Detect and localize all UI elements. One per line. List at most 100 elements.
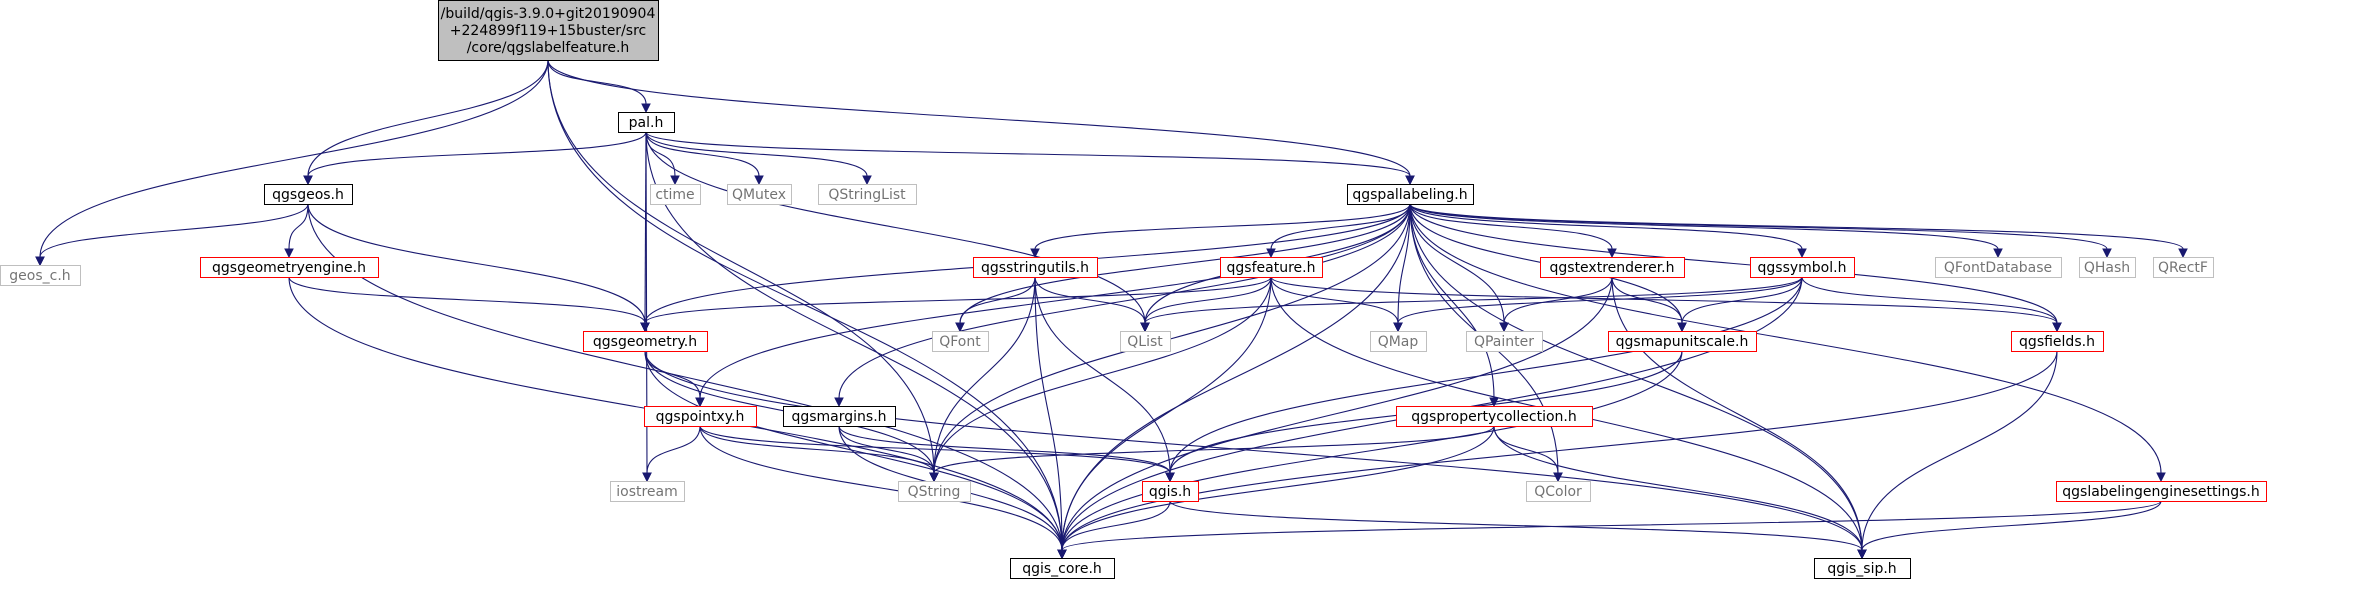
edge-line [1801,276,2058,324]
node-label: qgis.h [1149,484,1191,500]
node-qgsfeature[interactable]: qgsfeature.h [1220,257,1323,278]
edge-line [1061,203,1411,551]
node-box [1526,481,1591,502]
edge-qgsstringutils-to-QFont [955,276,1036,333]
edge-line [1409,203,1505,324]
edge-line [1061,500,2162,551]
node-qgssymbol[interactable]: qgssymbol.h [1750,257,1855,278]
node-label: geos_c.h [9,268,70,284]
node-pal[interactable]: pal.h [618,112,675,133]
node-label: QRectF [2158,260,2208,276]
node-qgspropertycollection[interactable]: qgspropertycollection.h [1396,406,1593,427]
edge-line [699,425,935,474]
edge-line [1409,203,2162,474]
edge-line [933,203,1411,474]
edge-root-to-qgspallabeling [547,59,1415,186]
node-QPainter: QPainter [1466,331,1543,352]
node-qgsfields[interactable]: qgsfields.h [2011,331,2104,352]
node-box [1396,406,1593,427]
edge-line [1270,276,1399,324]
edge-line [1409,203,2058,324]
node-label: qgis_core.h [1022,561,1102,577]
node-qgis[interactable]: qgis.h [1142,481,1199,502]
node-qgsmargins[interactable]: qgsmargins.h [783,406,896,427]
node-box [200,257,379,278]
node-qgspallabeling[interactable]: qgspallabeling.h [1347,184,1474,205]
edge-pal-to-QMutex [645,131,764,186]
edge-arrowhead [1393,322,1403,333]
edge-qgsstringutils-to-qgis_core [1034,276,1067,560]
node-label: ctime [655,187,694,203]
node-qgslabelingenginesettings[interactable]: qgslabelingenginesettings.h [2056,481,2267,502]
node-qgis-core[interactable]: qgis_core.h [1010,558,1115,579]
node-box [2153,257,2214,278]
edge-qgsgeos-to-geos_c [35,203,309,267]
node-label: qgstextrenderer.h [1550,260,1675,276]
node-qgsmapunitscale[interactable]: qgsmapunitscale.h [1608,331,1757,352]
edge-arrowhead [1030,248,1040,259]
edge-line [1681,276,1803,324]
edge-line [1409,203,1803,250]
edge-arrowhead [1165,472,1175,483]
edge-root-to-pal [547,59,651,114]
edge-qgssymbol-to-qgsmapunitscale [1677,276,1803,333]
edge-qgspropertycollection-to-QString [929,425,1495,483]
edge-qgsfeature-to-qgsgeometry [640,276,1272,333]
edge-line [1493,425,1863,551]
edge-qgis-to-qgis_core [1057,500,1171,560]
node-qgsstringutils[interactable]: qgsstringutils.h [973,257,1098,278]
edge-line [644,350,1863,551]
node-label: QList [1127,334,1163,350]
edge-qgsfeature-to-QString [929,276,1272,483]
edge-line [645,131,1063,551]
edge-line [1061,500,1171,551]
node-box [1347,184,1474,205]
edge-line [645,131,1146,324]
edge-qgsstringutils-to-QList [1034,276,1150,333]
edge-arrowhead [2052,322,2062,333]
node-box [618,112,675,133]
edge-qgspallabeling-to-qgslabelingenginesettings [1409,203,2166,483]
node-qgsgeometry[interactable]: qgsgeometry.h [583,331,708,352]
node-qgsgeometryengine[interactable]: qgsgeometryengine.h [200,257,379,278]
edge-arrowhead [862,175,872,186]
edge-arrowhead [695,397,705,408]
edge-pal-to-qgsgeometry [640,131,650,333]
node-label: /build/qgis-3.9.0+git20190904 [441,6,656,22]
node-label: qgsmargins.h [791,409,886,425]
edge-line [1409,203,2108,250]
edge-line [933,425,1495,474]
node-qgstextrenderer[interactable]: qgstextrenderer.h [1540,257,1685,278]
edge-qgspallabeling-to-qgsmargins [834,203,1411,408]
node-qgspointxy[interactable]: qgspointxy.h [644,406,757,427]
edge-arrowhead [1057,549,1067,560]
edge-line [645,131,1411,177]
edge-line [933,276,1036,474]
edge-line [1144,276,1272,324]
edge-arrowhead [670,175,680,186]
edge-qgspointxy-to-iostream [642,425,701,483]
edge-arrowhead [1993,248,2003,259]
node-label: qgsmapunitscale.h [1616,334,1749,350]
edge-arrowhead [929,472,939,483]
node-qgsgeos[interactable]: qgsgeos.h [264,184,353,205]
node-box [1466,331,1543,352]
edge-line [1503,276,1613,324]
edge-qgsfields-to-qgis_sip [1857,350,2058,560]
node-box [1370,331,1427,352]
node-box [2079,257,2136,278]
edge-arrowhead [1499,322,1509,333]
edge-line [1397,276,1803,324]
node-iostream: iostream [610,481,685,502]
node-box [898,481,971,502]
edge-arrowhead [955,322,965,333]
edge-line [1061,350,2058,551]
node-qgis-sip[interactable]: qgis_sip.h [1814,558,1911,579]
edge-line [1034,276,1146,324]
edge-qgsmargins-to-qgis [838,425,1175,483]
node-QMutex: QMutex [727,184,792,205]
node-label: qgsgeometryengine.h [212,260,366,276]
edge-line [307,203,646,324]
node-label: QStringList [828,187,906,203]
node-label: qgspointxy.h [656,409,745,425]
